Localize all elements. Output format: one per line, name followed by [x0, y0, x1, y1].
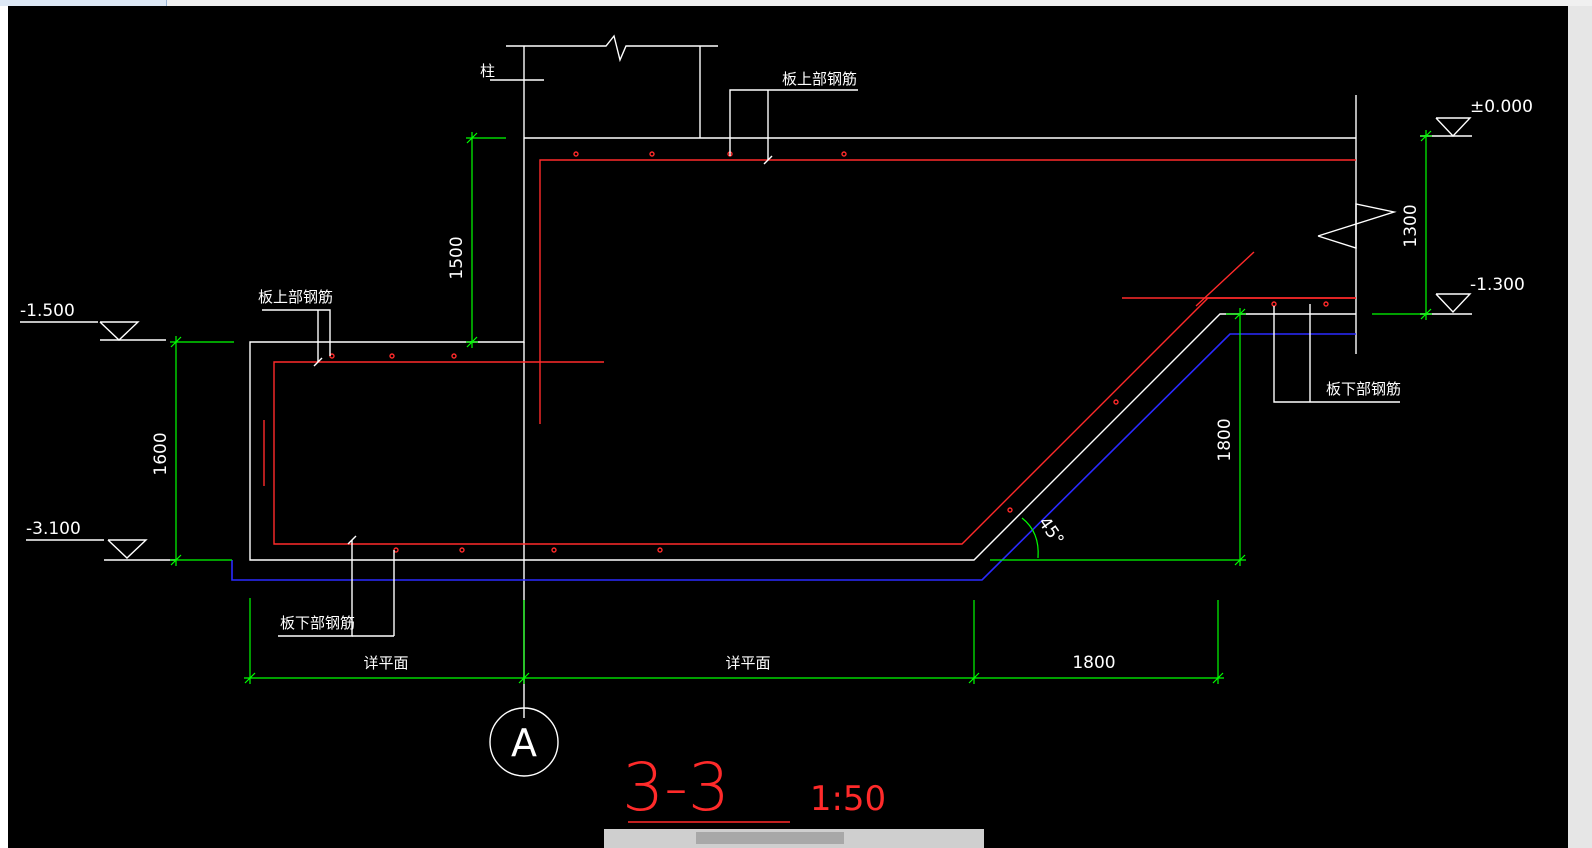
dimension-angle-text: 45° — [1034, 513, 1068, 549]
elevation-zero-text: ±0.000 — [1470, 97, 1533, 117]
elevation-zero: ±0.000 — [1420, 97, 1533, 138]
rebar-dot — [1271, 301, 1277, 307]
elevation-minus-1500: -1.500 — [20, 301, 166, 341]
concrete-outline — [249, 95, 1397, 718]
section-title-text: 3-3 — [622, 749, 730, 826]
cad-drawing-canvas[interactable]: 柱 ±0.000 — [8, 6, 1568, 848]
dimension-1500: 1500 — [447, 132, 506, 348]
leader-bottom-rebar-right: 板下部钢筋 — [1273, 304, 1401, 403]
dimension-angle-45: 45° — [1021, 513, 1068, 559]
rebar-dot — [389, 353, 395, 359]
dimension-1600: 1600 — [151, 336, 234, 566]
column-break-top: 柱 — [480, 34, 718, 138]
label-slab-bottom-rebar-2: 板下部钢筋 — [280, 614, 355, 632]
rebar-dot — [649, 151, 655, 157]
leader-top-rebar-left: 板上部钢筋 — [258, 288, 333, 367]
leader-bottom-rebar-left: 板下部钢筋 — [278, 535, 395, 637]
vertical-scrollbar[interactable] — [1568, 6, 1592, 848]
rebar-dot — [657, 547, 663, 553]
dimension-see-plan-left: 详平面 — [363, 654, 408, 672]
section-scale-text: 1:50 — [810, 779, 886, 819]
horizontal-scrollbar-thumb[interactable] — [696, 832, 844, 844]
section-title: 3-3 1:50 — [622, 749, 886, 826]
dimension-1800-horizontal-text: 1800 — [1072, 653, 1115, 673]
label-slab-top-rebar-1: 板上部钢筋 — [782, 70, 857, 88]
dimension-1300-text: 1300 — [1401, 204, 1421, 247]
rebar-dot — [573, 151, 579, 157]
elevation-minus-1500-text: -1.500 — [20, 301, 75, 321]
column-label: 柱 — [480, 62, 495, 80]
elevation-minus-1300-text: -1.300 — [1470, 275, 1525, 295]
section-drawing: 柱 ±0.000 — [20, 34, 1533, 826]
label-slab-bottom-rebar-1: 板下部钢筋 — [1326, 380, 1401, 398]
dimension-1500-text: 1500 — [447, 236, 467, 279]
leader-top-rebar-upper: 板上部钢筋 — [729, 70, 858, 165]
rebar-dot — [1113, 399, 1119, 405]
rebar-lines — [263, 151, 1356, 553]
dimension-1800-vertical-text: 1800 — [1215, 418, 1235, 461]
dimension-see-plan-middle: 详平面 — [725, 654, 770, 672]
rebar-dot — [459, 547, 465, 553]
dimension-1800-vertical: 1800 — [990, 308, 1246, 566]
rebar-dot — [451, 353, 457, 359]
dimension-1600-text: 1600 — [151, 432, 171, 475]
rebar-dot — [841, 151, 847, 157]
dimension-bottom-chain: 详平面 详平面 1800 — [244, 598, 1224, 684]
rebar-dot — [1323, 301, 1329, 307]
dimension-1300: 1300 — [1372, 130, 1432, 320]
axis-bubble-a: A — [489, 707, 559, 777]
rebar-dot — [551, 547, 557, 553]
axis-label: A — [511, 721, 537, 765]
rebar-dot — [1007, 507, 1013, 513]
horizontal-scrollbar[interactable] — [604, 829, 984, 848]
elevation-minus-3100: -3.100 — [26, 519, 176, 561]
window-tab[interactable] — [0, 0, 167, 6]
label-slab-top-rebar-2: 板上部钢筋 — [258, 288, 333, 306]
window-top-strip — [0, 0, 1592, 6]
elevation-minus-1300: -1.300 — [1420, 275, 1525, 315]
waterproof-layer — [231, 333, 1356, 581]
elevation-minus-3100-text: -3.100 — [26, 519, 81, 539]
left-edge-strip — [0, 6, 8, 848]
